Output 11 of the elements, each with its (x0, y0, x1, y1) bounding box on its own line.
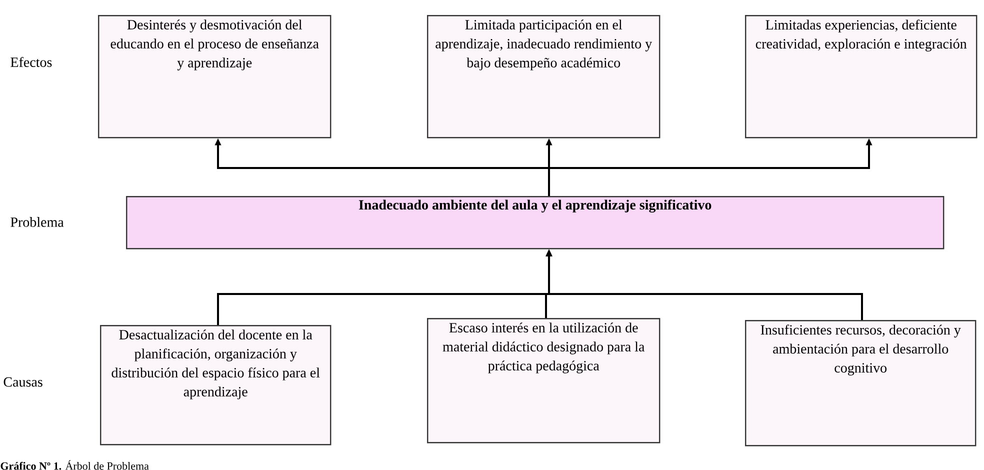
cause-box: Escaso interés en la utilización de material didáctico designado para la práctica pedagógica (427, 318, 660, 444)
effect-box: Desinterés y desmotivación del educando en el proceso de enseñanza y aprendizaje (98, 15, 332, 138)
row-label: Causas (4, 377, 42, 387)
cause-box: Insuficientes recursos, decoración y ambientación para el desarrollo cognitivo (745, 320, 976, 446)
caption: Gráfico Nº 1. Árbol de Problema (0, 460, 149, 470)
problem-box: Inadecuado ambiente del aula y el aprendizaje significativo (126, 196, 944, 250)
cause-box: Desactualización del docente en la planificación, organización y distribución del espacio físico para el aprendizaje (100, 324, 332, 446)
effect-box: Limitada participación en el aprendizaje, inadecuado rendimiento y bajo desempeño académico (427, 15, 660, 138)
row-label: Efectos (10, 57, 52, 67)
row-label: Problema (10, 217, 64, 227)
effect-box: Limitadas experiencias, deficiente creatividad, exploración e integración (745, 15, 978, 138)
